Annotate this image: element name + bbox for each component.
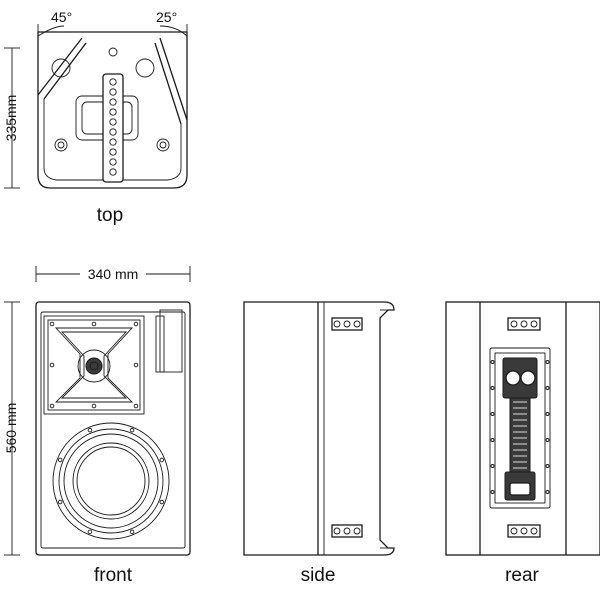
screw-hole	[343, 320, 351, 328]
rear-rigging-bottom	[510, 527, 538, 535]
woofer-screws	[57, 427, 165, 535]
screw-hole	[530, 320, 538, 328]
screw-hole	[545, 360, 550, 364]
side-view	[243, 301, 395, 556]
screw-hole	[490, 438, 495, 442]
screw-hole	[530, 527, 538, 535]
screw-hole	[49, 403, 55, 409]
screw-hole	[109, 128, 117, 136]
screw-hole	[490, 386, 495, 390]
screw-hole	[510, 527, 518, 535]
heatsink-fins	[513, 401, 527, 469]
screw-hole	[159, 457, 165, 463]
screw-hole	[57, 457, 63, 463]
screw-hole	[343, 527, 351, 535]
depth-label: 335mm	[3, 95, 19, 142]
side-view-label: side	[301, 565, 336, 586]
rigging-rail-holes	[109, 78, 117, 176]
screw-hole	[109, 168, 117, 176]
top-view-label: top	[97, 205, 123, 226]
angle-right-label: 25°	[156, 9, 177, 25]
screw-hole	[57, 499, 63, 505]
width-label: 340 mm	[88, 266, 139, 282]
screw-hole	[109, 78, 117, 86]
screw-hole	[520, 320, 528, 328]
screw-hole	[490, 360, 495, 364]
screw-hole	[353, 527, 361, 535]
screw-hole	[133, 362, 139, 368]
screw-hole	[91, 321, 97, 327]
screw-hole	[109, 138, 117, 146]
screw-hole	[353, 320, 361, 328]
side-rigging-top	[333, 320, 361, 328]
screw-hole	[490, 490, 495, 494]
angle-marks: 45° 25°	[37, 9, 188, 37]
screw-hole	[333, 527, 341, 535]
screw-hole	[545, 386, 550, 390]
width-dimension: 340 mm	[35, 266, 191, 282]
screw-hole	[109, 118, 117, 126]
height-dimension: 560 mm	[3, 301, 20, 556]
angle-left-label: 45°	[51, 9, 72, 25]
screw-hole	[545, 490, 550, 494]
panel-screws	[490, 360, 550, 494]
screw-hole	[129, 529, 135, 535]
screw-hole	[49, 321, 55, 327]
rear-view-label: rear	[505, 565, 539, 586]
screw-hole	[91, 403, 97, 409]
screw-hole	[545, 464, 550, 468]
horn-screws	[49, 321, 139, 409]
top-view	[37, 31, 188, 189]
front-view	[35, 301, 191, 556]
screw-hole	[87, 427, 93, 433]
screw-hole	[87, 529, 93, 535]
side-rigging-bottom	[333, 527, 361, 535]
rear-view	[445, 301, 600, 556]
screw-hole	[109, 148, 117, 156]
screw-hole	[510, 320, 518, 328]
height-label: 560 mm	[3, 403, 19, 454]
screw-hole	[109, 108, 117, 116]
screw-hole	[49, 362, 55, 368]
screw-hole	[133, 321, 139, 327]
screw-hole	[129, 427, 135, 433]
depth-dimension: 335mm	[3, 47, 20, 189]
screw-hole	[545, 412, 550, 416]
rear-rigging-top	[510, 320, 538, 328]
screw-hole	[545, 438, 550, 442]
screw-hole	[133, 403, 139, 409]
screw-hole	[109, 98, 117, 106]
screw-hole	[159, 499, 165, 505]
front-view-label: front	[94, 565, 133, 586]
screw-hole	[333, 320, 341, 328]
screw-hole	[109, 88, 117, 96]
screw-hole	[490, 412, 495, 416]
screw-hole	[520, 527, 528, 535]
screw-hole	[109, 158, 117, 166]
screw-hole	[490, 464, 495, 468]
